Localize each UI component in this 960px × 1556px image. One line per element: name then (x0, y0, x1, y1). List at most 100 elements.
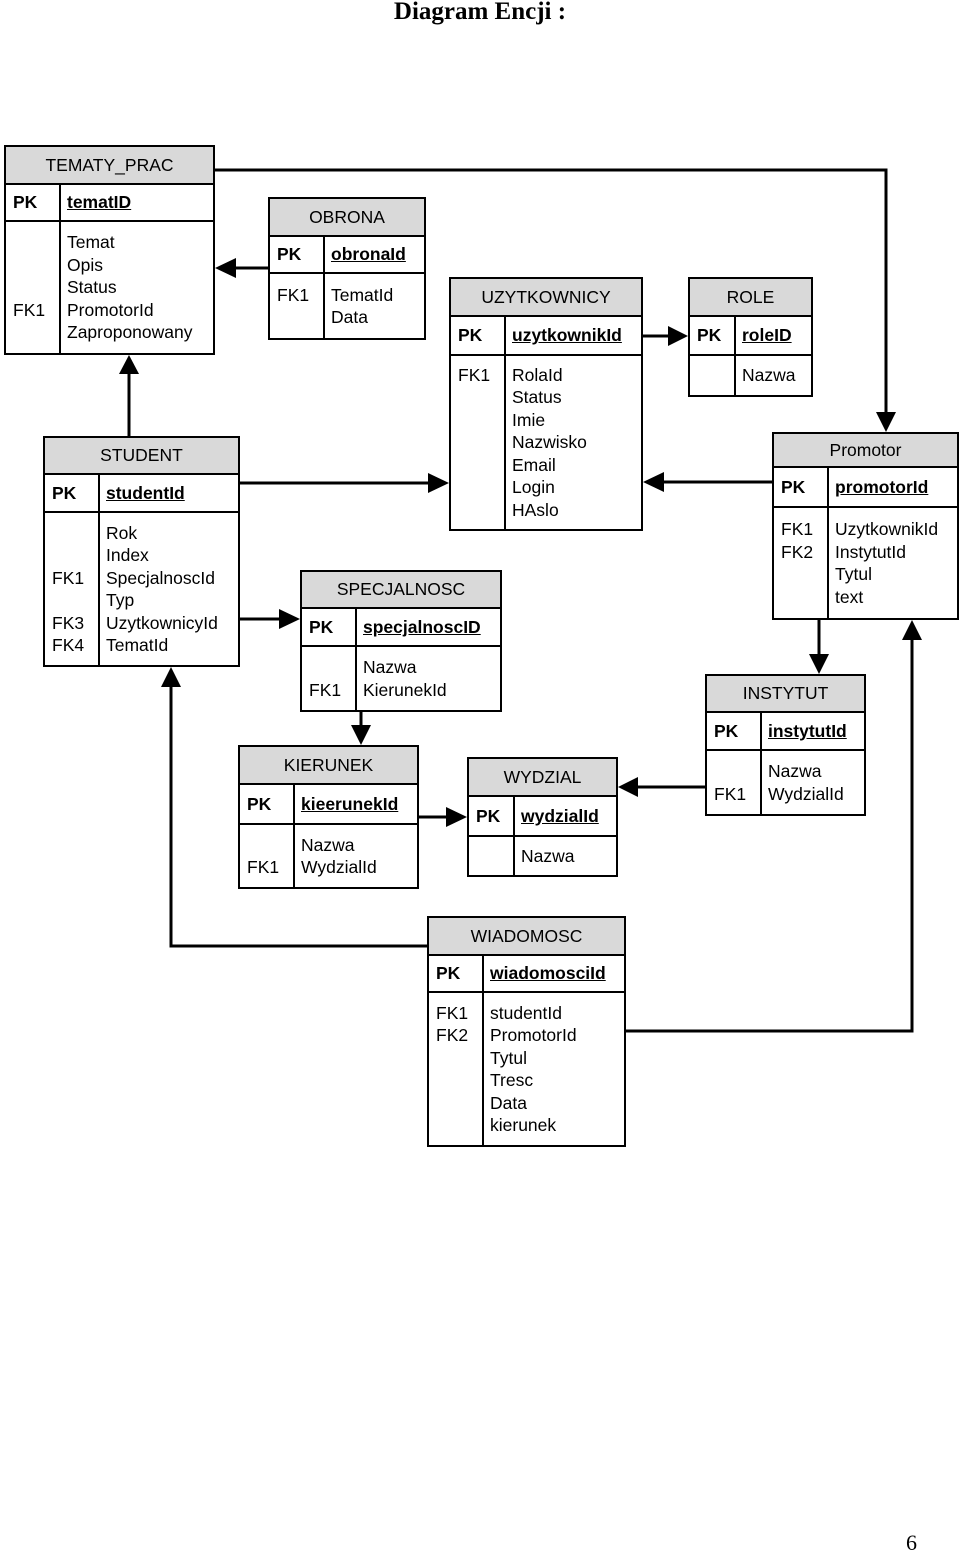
attribute-section: Nazwa (469, 837, 616, 875)
key-label: FK1 (277, 284, 310, 305)
primary-key-row: PK wydzialId (469, 797, 616, 837)
entity-header: KIERUNEK (240, 747, 417, 785)
key-label (781, 563, 827, 586)
pk-label: PK (469, 797, 515, 835)
entity-header: UZYTKOWNICY (451, 279, 641, 317)
primary-key-row: PK obronaId (270, 237, 424, 274)
key-label: FK2 (436, 1025, 469, 1045)
key-label (13, 231, 59, 254)
attribute: Status (67, 277, 117, 298)
pk-label: PK (6, 185, 61, 220)
pk-field: wydzialId (521, 805, 599, 826)
pk-label: PK (774, 468, 829, 506)
page-title: Diagram Encji : (393, 0, 567, 25)
key-label: FK1 (13, 299, 46, 320)
key-label (277, 306, 323, 329)
primary-key-row: PK kieerunekId (240, 785, 417, 825)
entity-header: Promotor (774, 434, 957, 468)
page-number: 6 (906, 1530, 917, 1555)
pk-field: obronaId (331, 244, 406, 265)
key-label (458, 409, 504, 432)
attribute: UzytkownikId (835, 519, 939, 539)
attribute-section: Nazwa (690, 356, 811, 395)
key-label: FK1 (52, 567, 85, 588)
connector-wiadomosc-promotor (626, 640, 914, 1033)
key-label: FK1 (436, 1002, 469, 1023)
attribute: RolaId (512, 364, 563, 385)
connector-tematy-promotor (215, 168, 888, 414)
attribute: Data (490, 1092, 527, 1113)
key-label (52, 544, 98, 567)
attribute: Index (106, 545, 149, 565)
attribute: Opis (67, 254, 103, 275)
key-label (436, 1114, 482, 1137)
key-label (13, 321, 59, 344)
attribute: Tresc (490, 1070, 534, 1090)
pk-field: uzytkownikId (512, 325, 622, 346)
attribute: Nazwa (521, 845, 575, 866)
key-label: FK1 (309, 679, 342, 700)
attribute: Login (512, 477, 555, 498)
key-label (697, 364, 734, 387)
attribute: Nazwa (742, 365, 796, 386)
entity-header: INSTYTUT (707, 676, 864, 713)
key-label (714, 760, 760, 783)
pk-field: promotorId (835, 476, 929, 497)
arrowhead-wydzial-left (446, 807, 467, 827)
entity-header: TEMATY_PRAC (6, 147, 213, 185)
pk-field: wiadomosciId (490, 963, 606, 984)
attribute: Data (331, 307, 368, 327)
arrowhead-tematy-left (215, 258, 236, 278)
pk-field: tematID (67, 192, 132, 213)
pk-label: PK (451, 317, 506, 354)
attribute: text (835, 586, 864, 607)
arrowhead-student-bottom (161, 667, 181, 687)
attribute: Nazwa (768, 761, 822, 781)
arrowhead-wydzial-right (618, 777, 638, 797)
attribute: SpecjalnoscId (106, 567, 215, 588)
key-label: FK1 (781, 519, 814, 539)
key-label: FK2 (781, 541, 814, 562)
key-label: FK1 (458, 364, 491, 385)
key-label (309, 656, 355, 679)
attribute: Nazwa (301, 834, 355, 855)
arrowhead-role-left (668, 326, 688, 346)
entity-header: ROLE (690, 279, 811, 317)
key-label (52, 522, 98, 545)
attribute: Imie (512, 409, 546, 430)
attribute: TematId (106, 635, 169, 655)
pk-field: specjalnoscID (363, 616, 481, 637)
key-label (458, 386, 504, 409)
attribute: Tytul (835, 564, 872, 584)
attribute: UzytkownicyId (106, 612, 218, 633)
pk-label: PK (240, 785, 295, 823)
arrowhead-uzytkownicy-left (428, 473, 449, 493)
key-label: FK1 (714, 783, 747, 804)
pk-label: PK (270, 237, 325, 272)
attribute: Rok (106, 522, 138, 543)
key-label (436, 1092, 482, 1115)
primary-key-row: PK uzytkownikId (451, 317, 641, 356)
attribute: TematId (331, 284, 394, 305)
pk-field: instytutId (768, 720, 847, 741)
arrowhead-tematy-bottom (119, 355, 139, 374)
attribute: Zaproponowany (67, 322, 193, 343)
key-label (476, 845, 513, 868)
pk-field: kieerunekId (301, 793, 399, 814)
